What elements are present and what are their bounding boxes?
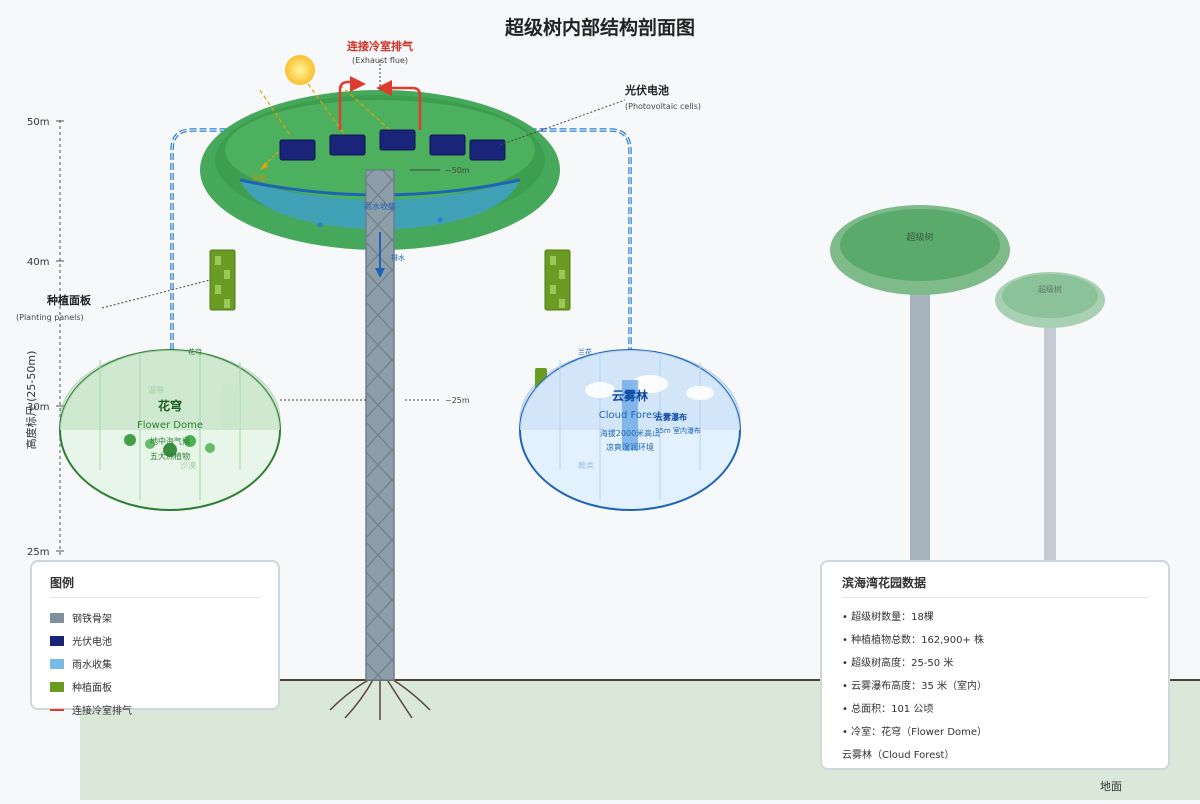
planting-callout-line (101, 279, 211, 309)
background-supertree-small: 超级树 (995, 272, 1105, 560)
info-item: • 冷室：花穹（Flower Dome） (842, 727, 988, 738)
dome-distance-label: ~25m (445, 396, 470, 405)
exhaust-label-en: (Exhaust flue) (352, 56, 408, 65)
height-tick-label: 25m (27, 547, 49, 558)
svg-text:反射: 反射 (252, 173, 266, 182)
info-list: • 超级树数量：18棵 • 种植植物总数：162,900+ 株 • 超级树高度：25… (842, 606, 1148, 767)
cloud-tag-label: 兰花 (578, 347, 592, 356)
pv-label-en: (Photovoltaic cells) (625, 102, 701, 111)
pv-label: 光伏电池 (624, 83, 669, 97)
cloud-forest-subtitle: Cloud Forest (599, 410, 662, 421)
exhaust-label: 连接冷室排气 (347, 39, 413, 53)
legend-swatch (50, 708, 64, 711)
planting-label-en: (Planting panels) (16, 313, 84, 322)
legend-swatch (50, 681, 64, 692)
legend-list: 钢铁骨架光伏电池雨水收集种植面板连接冷室排气 (50, 606, 260, 721)
dome-ghost-label: 温带 (148, 386, 164, 395)
info-item: • 云雾瀑布高度：35 米（室内） (842, 681, 987, 692)
dome-tag-label: 花穹 (188, 347, 202, 356)
waterfall-desc: 35m 室内瀑布 (655, 426, 701, 435)
height-scale: 50m 40m 30m 25m 高度标尺 (25-50m) (24, 117, 64, 558)
cloud-ghost-label: 蕨类 (578, 460, 594, 470)
background-supertree-large: 超级树 (830, 205, 1010, 560)
legend-label: 雨水收集 (72, 660, 112, 671)
svg-text:~50m: ~50m (445, 166, 470, 175)
pv-panels (279, 129, 506, 161)
info-item: • 种植植物总数：162,900+ 株 (842, 635, 984, 646)
legend-label: 钢铁骨架 (72, 614, 112, 625)
legend-item: 光伏电池 (50, 629, 260, 652)
legend-label: 种植面板 (72, 683, 112, 694)
svg-text:排水: 排水 (391, 253, 405, 262)
legend-label: 光伏电池 (72, 637, 112, 648)
exhaust-flue (338, 60, 422, 130)
sun-icon: 反射 (252, 55, 391, 182)
legend-swatch (50, 658, 64, 669)
legend-swatch (50, 612, 64, 623)
canopy-width-marker: ~50m (410, 166, 470, 175)
background-tree-label: 超级树 (1038, 284, 1062, 294)
legend-label: 连接冷室排气 (72, 706, 132, 717)
dome-ghost-label: 沙漠 (180, 460, 196, 470)
legend-swatch (50, 635, 64, 646)
background-tree-label: 超级树 (906, 231, 933, 243)
info-item: • 超级树高度：25-50 米 (842, 658, 954, 669)
info-panel: 滨海湾花园数据 • 超级树数量：18棵• 种植植物总数：162,900+ 株• … (820, 560, 1170, 770)
cloud-waterfall (622, 380, 638, 450)
flower-dome-desc: 五大洲植物 (150, 451, 190, 461)
height-tick-label: 50m (27, 117, 49, 128)
cloud-forest-dome: 蕨类 兰花 云雾林 Cloud Forest 海拔2000米高山 凉爽湿润环境 … (519, 347, 741, 511)
cloud-forest-desc: 凉爽湿润环境 (606, 442, 654, 452)
planting-panel-right (544, 249, 571, 311)
height-tick-label: 30m (27, 402, 49, 413)
flower-dome: 温带 沙漠 花穹 花穹 Flower Dome 地中海气候 五大洲植物 (59, 347, 281, 511)
ground-label: 地面 (1100, 780, 1122, 793)
legend-item: 钢铁骨架 (50, 606, 260, 629)
cloud-forest-title: 云雾林 (612, 388, 648, 403)
planting-panel-left (209, 249, 236, 311)
height-tick-label: 40m (27, 257, 49, 268)
info-item: • 超级树数量：18棵 (842, 612, 934, 623)
cloud-forest-desc: 海拔2000米高山 (600, 428, 660, 438)
legend-item: 种植面板 (50, 675, 260, 698)
flower-dome-title: 花穹 (158, 398, 182, 413)
planting-label: 种植面板 (46, 293, 92, 307)
info-item: 云雾林（Cloud Forest） (842, 750, 955, 761)
page-title: 超级树内部结构剖面图 (504, 16, 695, 39)
flower-dome-desc: 地中海气候 (150, 436, 190, 446)
legend-panel: 图例 钢铁骨架光伏电池雨水收集种植面板连接冷室排气 (30, 560, 280, 717)
legend-title: 图例 (50, 574, 260, 598)
waterfall-label: 云雾瀑布 (655, 412, 687, 422)
flower-dome-subtitle: Flower Dome (137, 420, 203, 431)
legend-item: 连接冷室排气 (50, 698, 260, 721)
height-axis-title: 高度标尺 (25-50m) (24, 351, 38, 450)
rain-collect-label: 雨水收集 (364, 201, 396, 211)
drain-arrow: 排水 (375, 232, 405, 278)
legend-item: 雨水收集 (50, 652, 260, 675)
info-item: • 总面积：101 公顷 (842, 704, 934, 715)
info-title: 滨海湾花园数据 (842, 574, 1148, 598)
